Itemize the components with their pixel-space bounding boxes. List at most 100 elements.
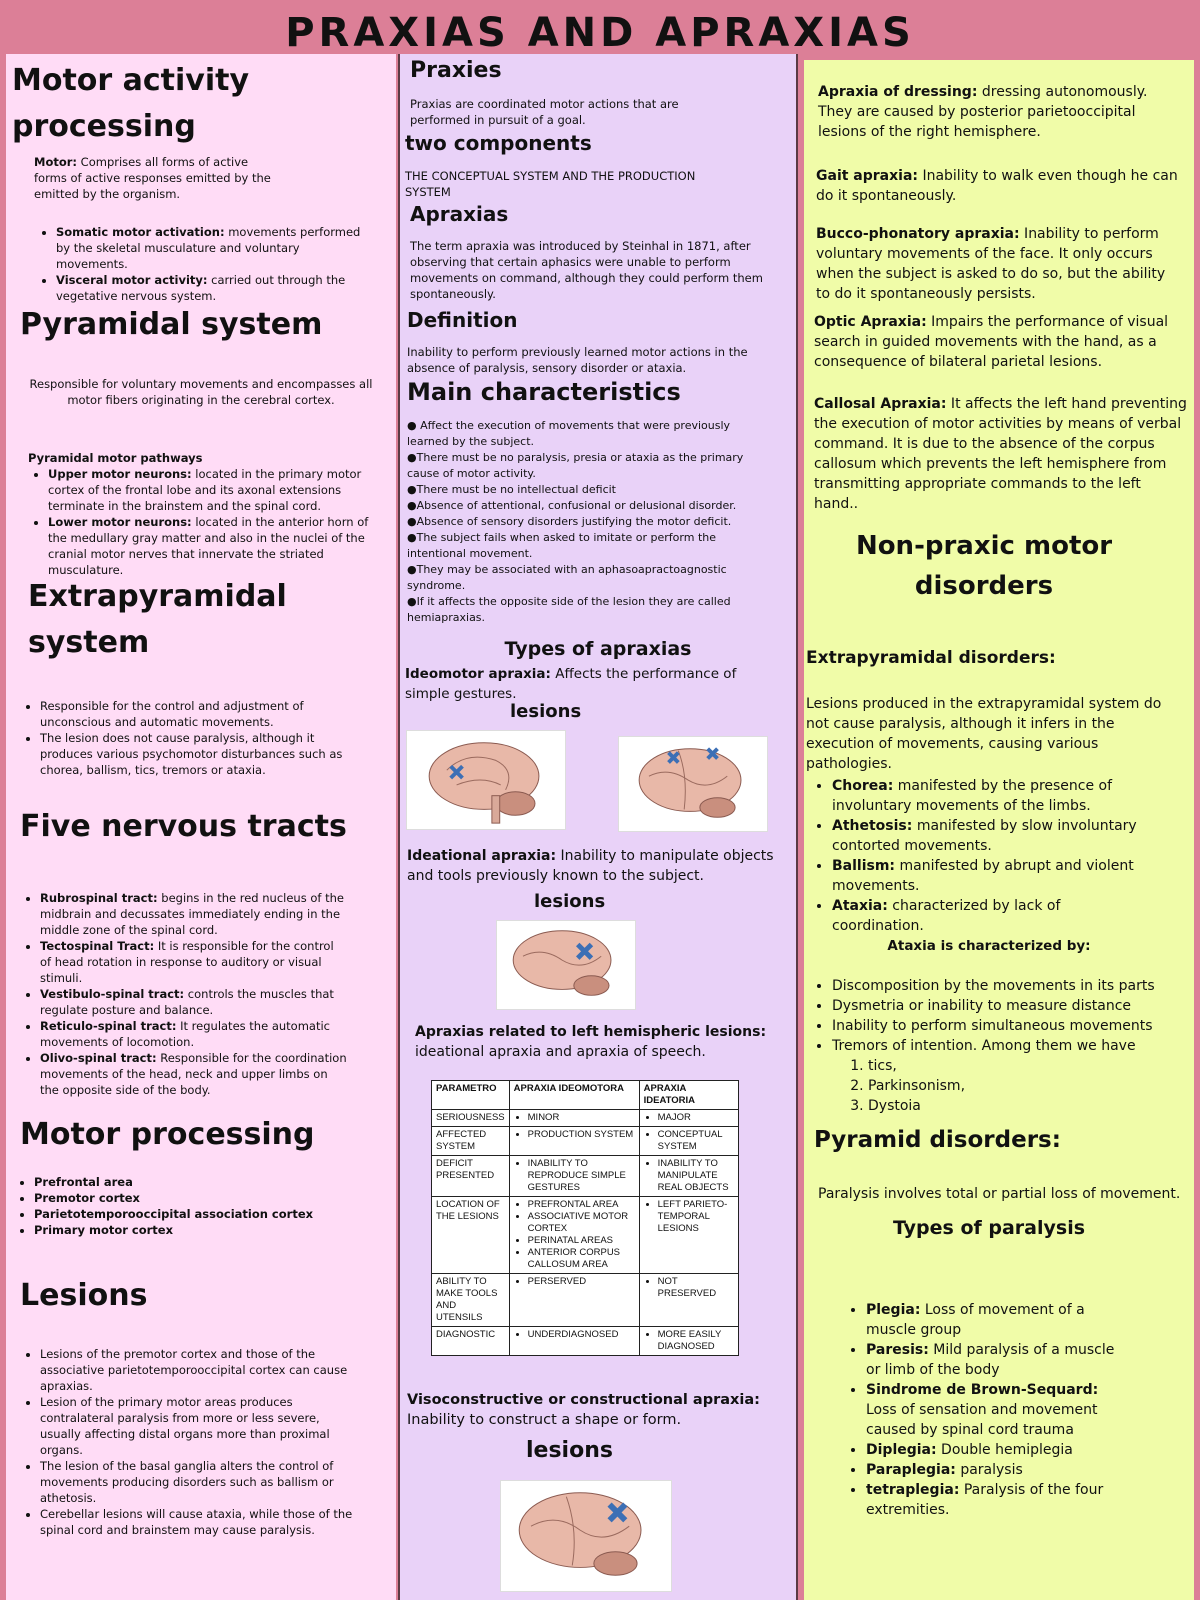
item-label: Paresis: bbox=[866, 1342, 929, 1358]
list-item: Reticulo-spinal tract: It regulates the … bbox=[40, 1018, 348, 1050]
visoconstructive-desc: Inability to construct a shape or form. bbox=[407, 1412, 682, 1428]
definition-heading: Definition bbox=[407, 308, 518, 332]
table-cell: MINOR bbox=[508, 1109, 640, 1127]
list-item: tics, bbox=[868, 1056, 1048, 1076]
item-text: controls the muscles that regulate postu… bbox=[40, 987, 334, 1017]
item-label: Vestibulo-spinal tract: bbox=[40, 987, 185, 1001]
brain-sagittal-icon bbox=[428, 742, 540, 824]
list-item: Somatic motor activation: movements perf… bbox=[56, 224, 364, 272]
visoconstructive-lesions-label: lesions bbox=[526, 1438, 613, 1463]
item-label: Gait apraxia: bbox=[816, 168, 918, 184]
table-cell: DIAGNOSTIC bbox=[431, 1326, 510, 1356]
tracts-heading: Five nervous tracts bbox=[20, 809, 347, 844]
list-item: Tectospinal Tract: It is responsible for… bbox=[40, 938, 348, 986]
ideational-lesions-label: lesions bbox=[534, 891, 606, 912]
table-cell: INABILITY TO MANIPULATE REAL OBJECTS bbox=[638, 1155, 740, 1197]
lesions-list: Lesions of the premotor cortex and those… bbox=[18, 1346, 358, 1538]
item-label: Plegia: bbox=[866, 1302, 921, 1318]
extrapyramidal-list: Responsible for the control and adjustme… bbox=[18, 698, 368, 778]
apraxias-text: The term apraxia was introduced by Stein… bbox=[410, 239, 763, 301]
list-item: ●If it affects the opposite side of the … bbox=[407, 595, 731, 624]
list-item: Discomposition by the movements in its p… bbox=[832, 976, 1180, 996]
item-text: Double hemiplegia bbox=[936, 1442, 1073, 1458]
cell-item: MORE EASILY DIAGNOSED bbox=[658, 1329, 734, 1353]
list-item: Parietotemporooccipital association cort… bbox=[34, 1206, 362, 1222]
brain-ideational-icon bbox=[512, 930, 612, 996]
item-label: Apraxia of dressing: bbox=[818, 84, 978, 100]
item-label: Upper motor neurons: bbox=[48, 467, 192, 481]
table-row: LOCATION OF THE LESIONS PREFRONTAL AREA … bbox=[431, 1196, 740, 1274]
motor-definition: Motor: Comprises all forms of active for… bbox=[34, 154, 274, 202]
list-item: ●There must be no intellectual deficit bbox=[407, 483, 616, 496]
item-label: Somatic motor activation: bbox=[56, 225, 225, 239]
item-text: Absence of attentional, confusional or d… bbox=[416, 499, 737, 512]
table-header: PARAMETRO bbox=[431, 1080, 510, 1110]
list-item: ●Absence of sensory disorders justifying… bbox=[407, 515, 732, 528]
brain-visoconstructive-image bbox=[500, 1480, 672, 1592]
pathways-heading: Pyramidal motor pathways bbox=[28, 451, 203, 465]
list-item: Olivo-spinal tract: Responsible for the … bbox=[40, 1050, 348, 1098]
motor-activity-list: Somatic motor activation: movements perf… bbox=[34, 224, 364, 304]
brain-lateral-icon bbox=[638, 747, 742, 818]
list-item: Primary motor cortex bbox=[34, 1222, 362, 1238]
ataxia-list: Discomposition by the movements in its p… bbox=[810, 976, 1180, 1056]
brain-ideational-image bbox=[496, 920, 636, 1010]
cell-item: UNDERDIAGNOSED bbox=[528, 1329, 635, 1341]
item-text: Responsible for the coordination movemen… bbox=[40, 1051, 347, 1097]
cell-item: MAJOR bbox=[658, 1112, 734, 1124]
characteristics-list: ● Affect the execution of movements that… bbox=[407, 418, 772, 626]
list-item: Ataxia: characterized by lack of coordin… bbox=[832, 896, 1150, 936]
item-text: Inability to walk even though he can do … bbox=[816, 168, 1178, 204]
ideomotor-desc: Affects the performance of simple gestur… bbox=[405, 666, 737, 702]
list-item: Paresis: Mild paralysis of a muscle or l… bbox=[866, 1340, 1124, 1380]
item-text: begins in the red nucleus of the midbrai… bbox=[40, 891, 344, 937]
table-cell: UNDERDIAGNOSED bbox=[508, 1326, 640, 1356]
list-item: Upper motor neurons: located in the prim… bbox=[48, 466, 376, 514]
list-item: The lesion of the basal ganglia alters t… bbox=[40, 1458, 358, 1506]
cell-item: CONCEPTUAL SYSTEM bbox=[658, 1129, 734, 1153]
column-motor-activity: Motor activity processing Motor: Compris… bbox=[6, 54, 396, 1600]
paralysis-types-heading: Types of paralysis bbox=[892, 1217, 1086, 1239]
apraxias-heading: Apraxias bbox=[410, 202, 509, 226]
optic-apraxia: Optic Apraxia: Impairs the performance o… bbox=[814, 312, 1174, 372]
table-cell: NOT PRESERVED bbox=[638, 1273, 740, 1327]
item-text: Mild paralysis of a muscle or limb of th… bbox=[866, 1342, 1115, 1378]
left-hemi-text: Apraxias related to left hemispheric les… bbox=[415, 1022, 775, 1062]
item-label: Chorea: bbox=[832, 778, 894, 794]
item-label: Callosal Apraxia: bbox=[814, 396, 947, 412]
motor-activity-heading: Motor activity processing bbox=[12, 63, 250, 144]
item-text: Impairs the performance of visual search… bbox=[814, 314, 1169, 370]
list-item: Prefrontal area bbox=[34, 1174, 362, 1190]
list-item: ●There must be no paralysis, presia or a… bbox=[407, 451, 744, 480]
motor-text: Comprises all forms of active forms of a… bbox=[34, 155, 271, 201]
table-cell: PREFRONTAL AREA ASSOCIATIVE MOTOR CORTEX… bbox=[508, 1196, 640, 1274]
pyramidal-text: Responsible for voluntary movements and … bbox=[29, 377, 373, 407]
item-text: They may be associated with an aphasoapr… bbox=[407, 563, 727, 592]
item-text: Inability to perform voluntary movements… bbox=[816, 226, 1166, 302]
praxies-heading: Praxies bbox=[410, 58, 502, 83]
list-item: Dysmetria or inability to measure distan… bbox=[832, 996, 1180, 1016]
table-row: DIAGNOSTIC UNDERDIAGNOSED MORE EASILY DI… bbox=[431, 1326, 740, 1356]
item-text: located in the anterior horn of the medu… bbox=[48, 515, 369, 577]
item-label: Reticulo-spinal tract: bbox=[40, 1019, 177, 1033]
ideational-text: Ideational apraxia: Inability to manipul… bbox=[407, 846, 787, 886]
ideational-desc: Inability to manipulate objects and tool… bbox=[407, 848, 774, 884]
cell-item: PERSERVED bbox=[528, 1276, 635, 1288]
item-text: Affect the execution of movements that w… bbox=[407, 419, 731, 448]
item-text: movements performed by the skeletal musc… bbox=[56, 225, 361, 271]
table-cell: MORE EASILY DIAGNOSED bbox=[638, 1326, 740, 1356]
list-item: Paraplegia: paralysis bbox=[866, 1460, 1124, 1480]
cell-item: ANTERIOR CORPUS CALLOSUM AREA bbox=[528, 1247, 635, 1271]
pyramid-disorders-heading: Pyramid disorders: bbox=[814, 1127, 1061, 1153]
disorders-list: Chorea: manifested by the presence of in… bbox=[810, 776, 1150, 936]
motor-processing-list: Prefrontal area Premotor cortex Parietot… bbox=[12, 1174, 362, 1238]
table-cell: PERSERVED bbox=[508, 1273, 640, 1327]
item-text: It regulates the automatic movements of … bbox=[40, 1019, 330, 1049]
item-text: The subject fails when asked to imitate … bbox=[407, 531, 716, 560]
list-item: Responsible for the control and adjustme… bbox=[40, 698, 368, 730]
components-text: THE CONCEPTUAL SYSTEM AND THE PRODUCTION… bbox=[405, 169, 696, 199]
cell-item: ASSOCIATIVE MOTOR CORTEX bbox=[528, 1211, 635, 1235]
motor-processing-heading: Motor processing bbox=[20, 1117, 315, 1152]
lesions-heading: Lesions bbox=[20, 1278, 148, 1313]
table-cell: LOCATION OF THE LESIONS bbox=[431, 1196, 510, 1274]
